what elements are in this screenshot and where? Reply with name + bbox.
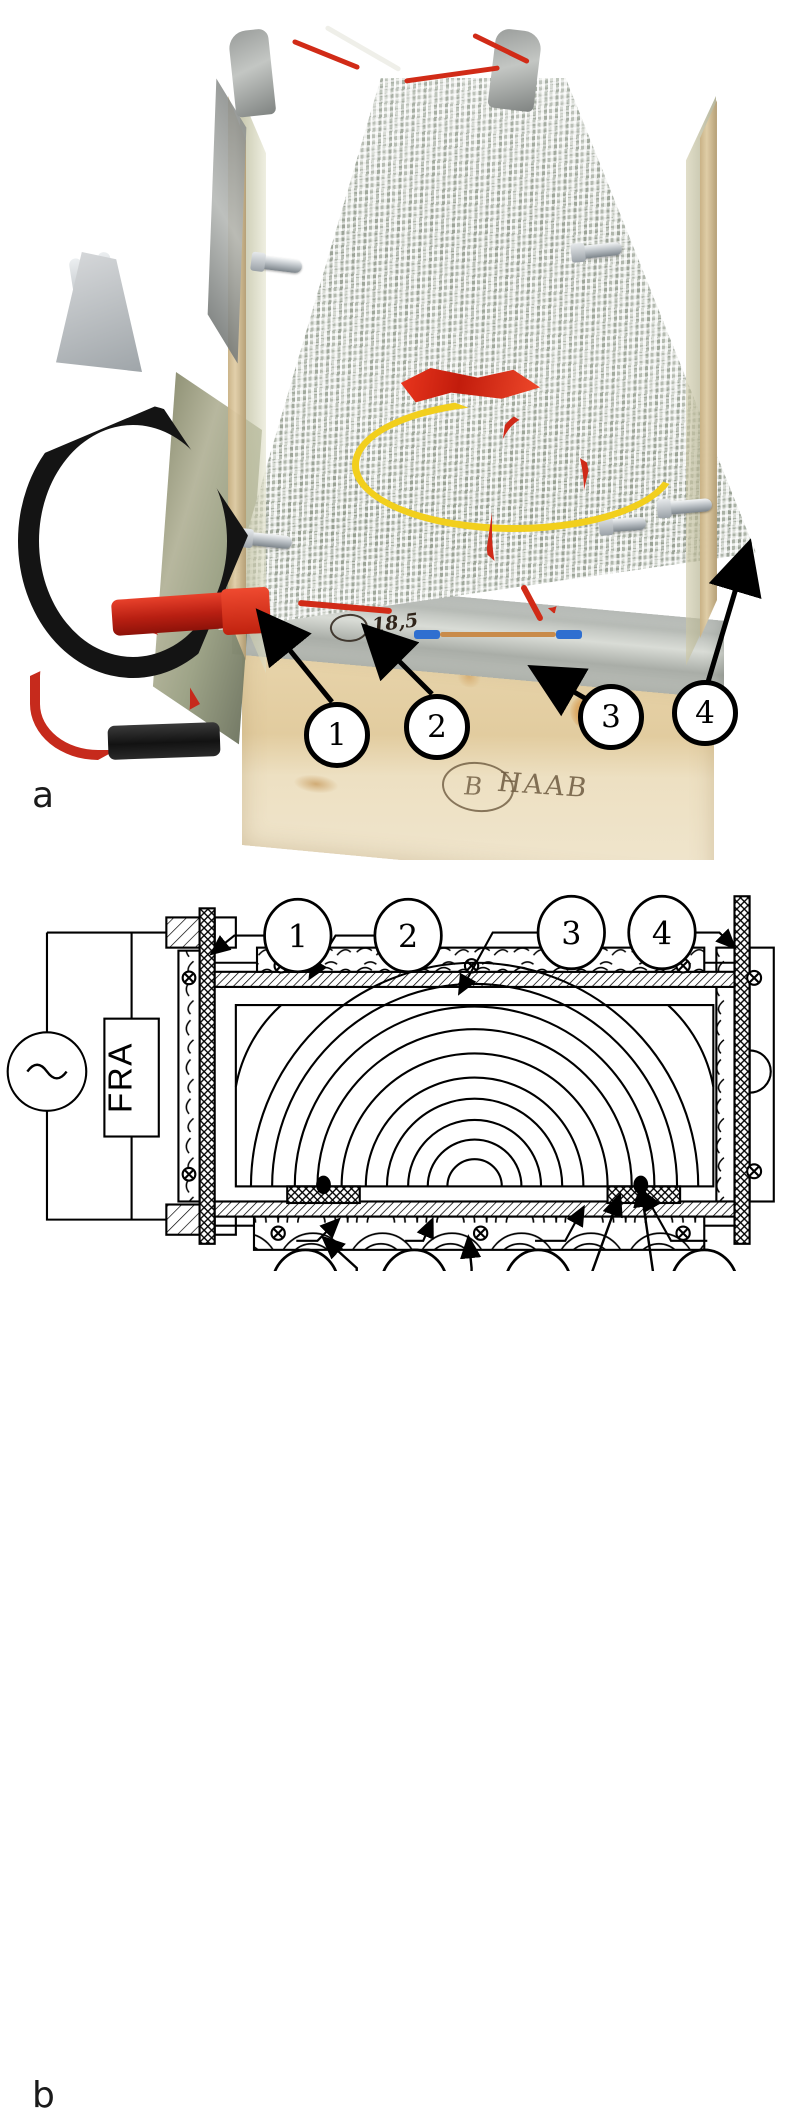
photo-callout-3: 3 [578, 684, 644, 750]
bottom-leaders [296, 1189, 708, 1242]
measurement-circuit [6, 931, 167, 1221]
cross-section-schematic: 1 2 3 4 8 7 6 [6, 894, 775, 1271]
schematic-callout-3: 3 [536, 894, 606, 971]
bottom-callout-leaders [320, 1182, 655, 1271]
panel-label-b: b [32, 2075, 55, 2116]
circuit-wire [45, 1110, 167, 1221]
callout-number: 1 [327, 717, 347, 753]
callout-number: 4 [652, 917, 672, 953]
core-outline [234, 1004, 715, 1188]
growth-ring [249, 961, 700, 1187]
right-electrode-plate [733, 895, 751, 1245]
left-bottom-clamp [165, 1203, 201, 1236]
sine-symbol [26, 1063, 68, 1080]
schematic-callout-5: 5 [672, 1248, 736, 1271]
callout-number: 2 [427, 709, 447, 745]
growth-ring [364, 1076, 585, 1187]
schematic-callout-2: 2 [373, 897, 443, 974]
left-top-clamp [165, 916, 201, 949]
callout-number: 2 [398, 920, 418, 956]
growth-ring [446, 1158, 503, 1187]
photo-callout-4: 4 [672, 680, 738, 746]
growth-ring [385, 1097, 564, 1187]
blue-crimp-connector [414, 630, 440, 639]
callout-number: 1 [288, 920, 308, 956]
schematic-callouts: 1 2 3 4 8 7 6 [263, 894, 736, 1271]
bottom-beam-bolt [472, 1225, 489, 1241]
right-outer-plate [748, 946, 775, 1203]
right-wall-bolt [746, 1163, 763, 1180]
photo-callout-2: 2 [404, 694, 470, 760]
bottom-beam-bolt [270, 1225, 286, 1241]
ac-source-symbol [6, 1031, 88, 1112]
schematic-callout-7: 7 [382, 1248, 446, 1271]
panel-label-a: a [32, 775, 55, 816]
callout-number: 3 [561, 917, 581, 953]
schematic-callout-8: 8 [273, 1248, 338, 1271]
blue-crimp-connector [556, 630, 582, 639]
growth-ring [316, 1028, 633, 1187]
wood-core-block [234, 961, 715, 1188]
schematic-callout-1: 1 [263, 897, 333, 974]
photo-callout-leaders [255, 538, 762, 717]
left-terminal-assembly [165, 907, 237, 1245]
growth-ring [293, 1005, 656, 1187]
growth-ring [340, 1052, 609, 1187]
panel-a-photograph: B HAAB 18,5 1 2 3 4 a [0, 0, 786, 860]
right-wall-bolt [746, 969, 763, 986]
panel-b-schematic: 1 2 3 4 8 7 6 [0, 860, 786, 2114]
schematic-callout-6: 6 [506, 1248, 570, 1271]
callout-number: 4 [695, 695, 715, 731]
spacer-stud-left [316, 1175, 331, 1195]
growth-ring [426, 1138, 523, 1187]
bottom-beam-bolt [675, 1225, 691, 1241]
left-wall-bolt [181, 970, 197, 986]
copper-bridge-wire [440, 632, 556, 637]
fra-label: FRA [103, 1042, 140, 1113]
growth-ring-corner [234, 1004, 282, 1087]
top-press-beam [255, 946, 706, 973]
schematic-callout-4: 4 [627, 894, 697, 971]
right-grain-arc [749, 1049, 772, 1094]
callout-number: 3 [601, 699, 621, 735]
growth-ring-corner [667, 1004, 715, 1087]
left-wall-bolt [181, 1166, 197, 1182]
right-terminal-assembly [715, 895, 775, 1245]
fra-box [103, 1017, 160, 1138]
photo-callout-1: 1 [304, 702, 370, 768]
left-electrode-plate [198, 907, 216, 1245]
left-wood-wall [177, 949, 201, 1203]
growth-ring [407, 1118, 543, 1187]
